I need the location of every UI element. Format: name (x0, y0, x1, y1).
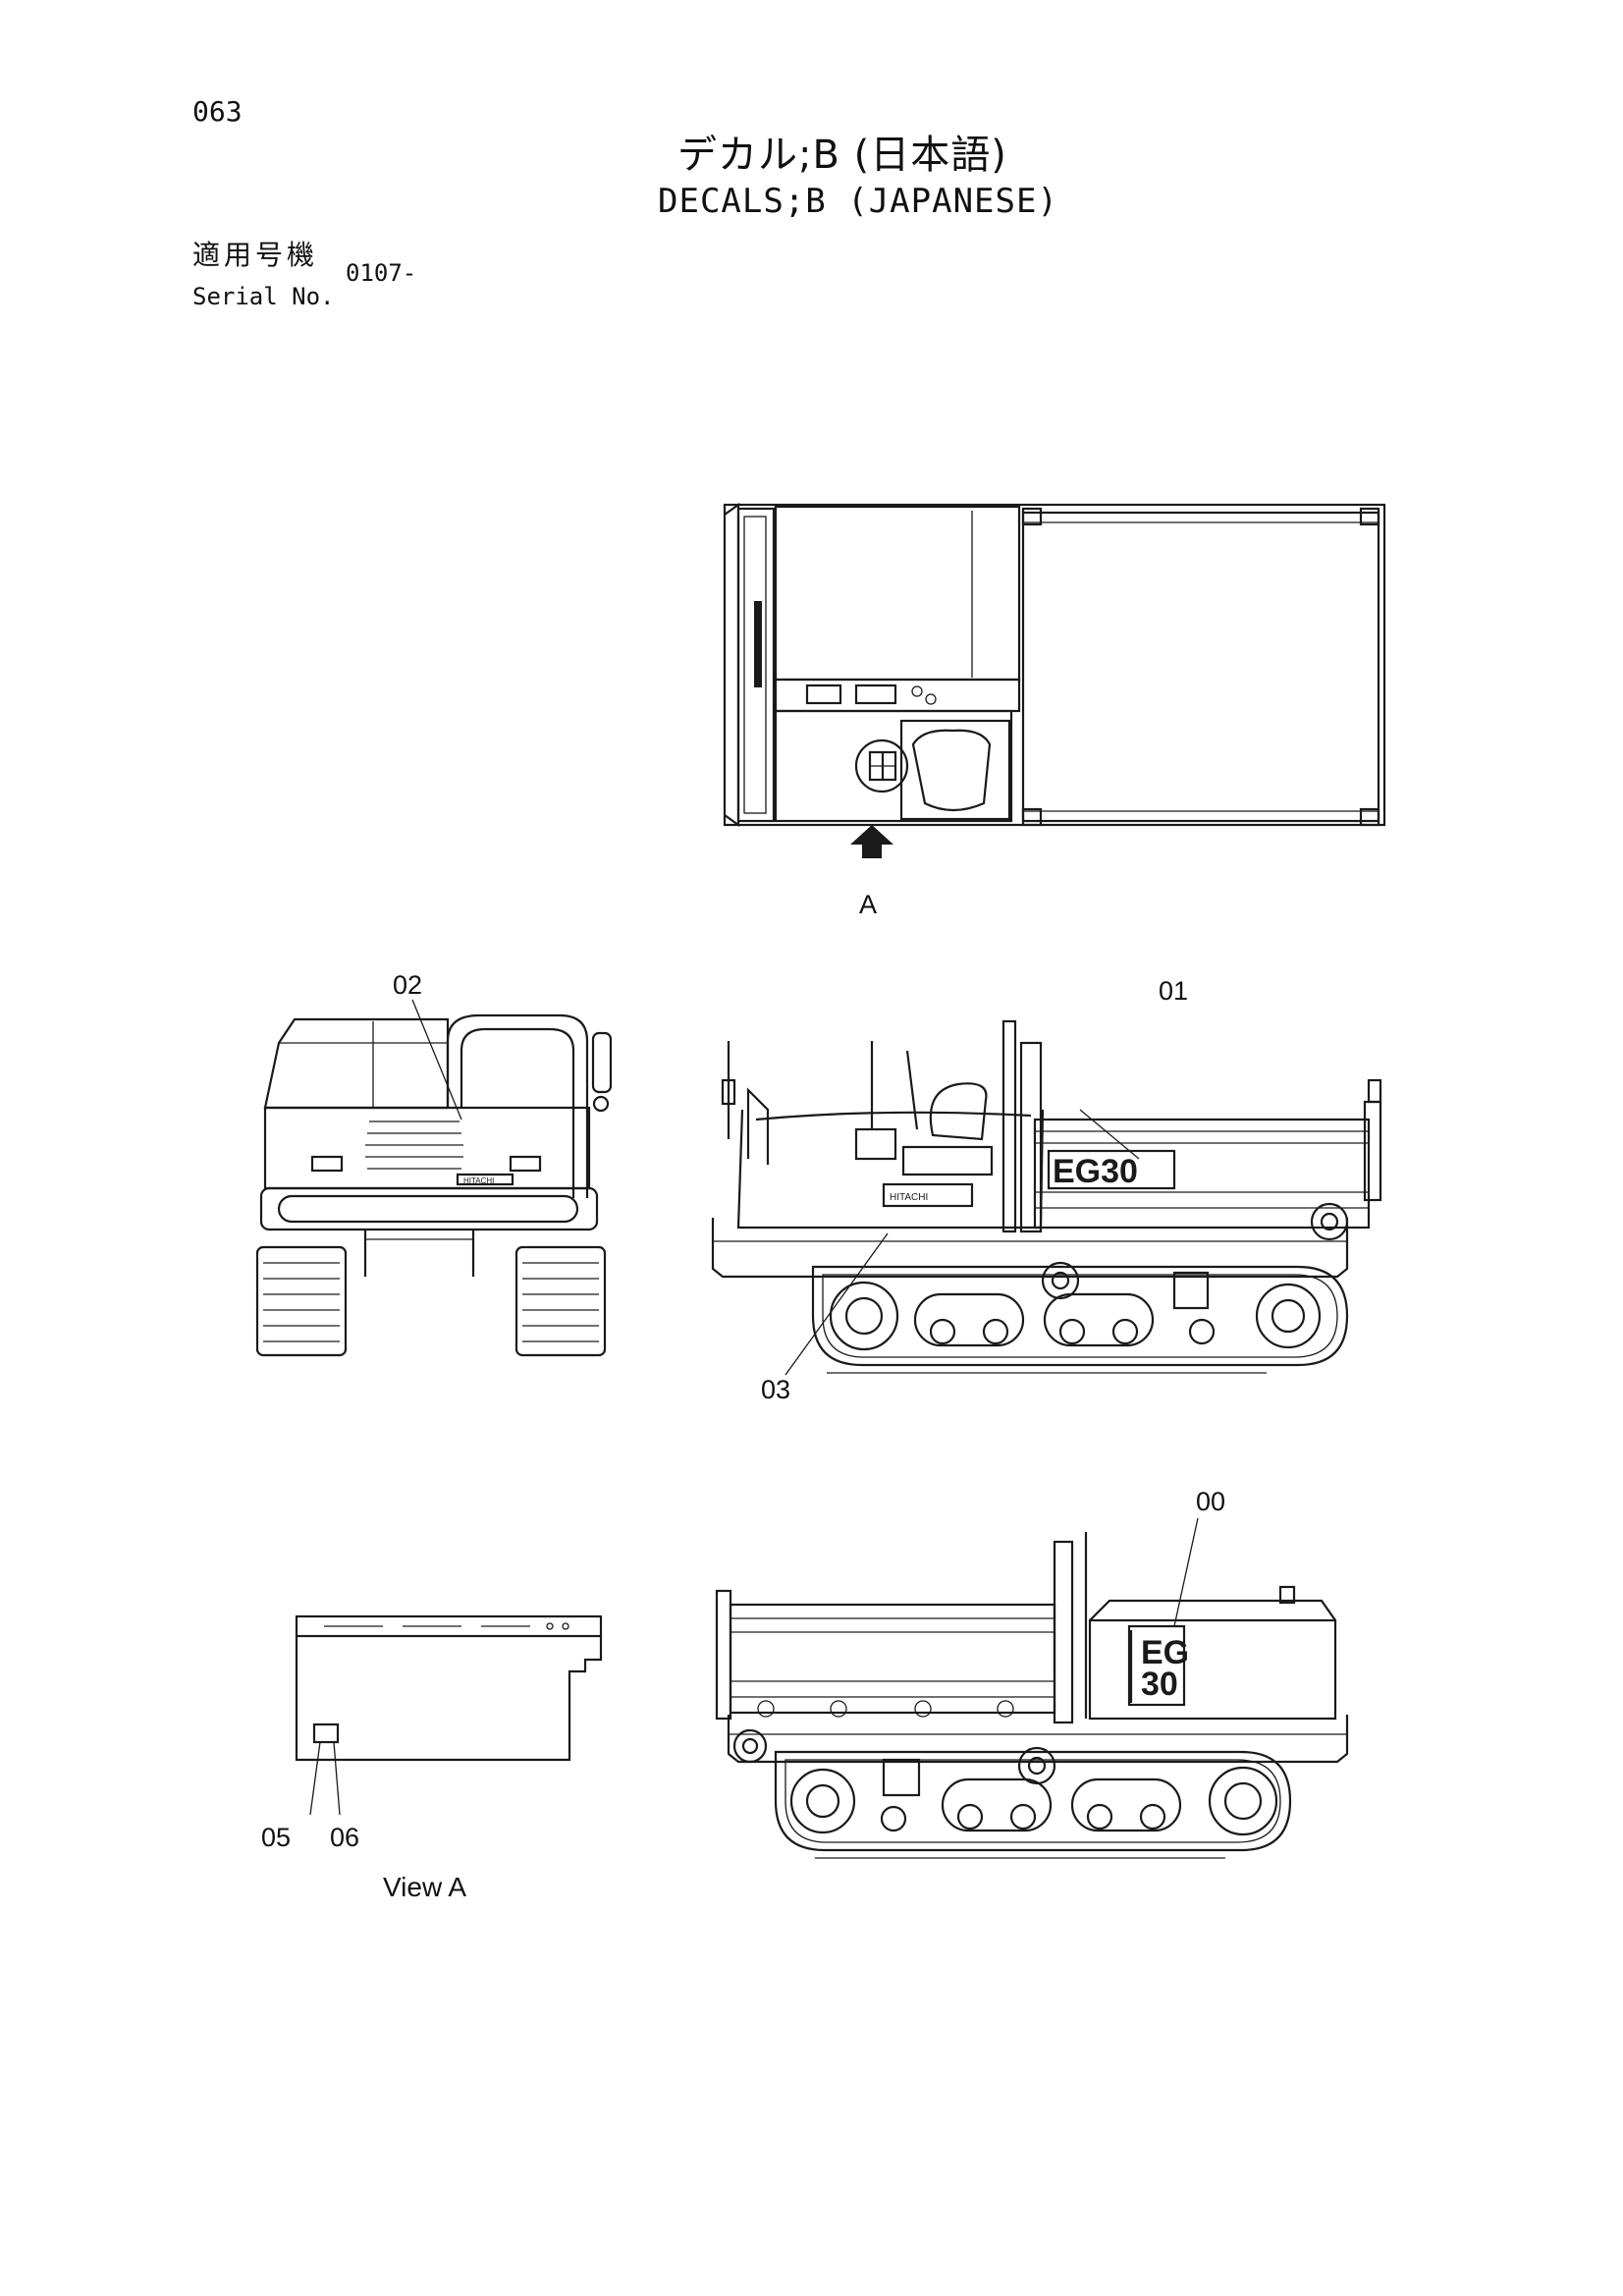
serial-label-japanese: 適用号機 (192, 239, 319, 271)
top-view: A (723, 502, 1386, 919)
side-hitachi-mark: HITACHI (890, 1192, 928, 1203)
front-view: HITACHI 02 (255, 970, 613, 1357)
view-a-panel: 05 06 (261, 1614, 603, 1852)
callout-03: 03 (761, 1375, 790, 1404)
serial-number-value: 0107- (346, 259, 417, 287)
serial-label-english: Serial No. (192, 283, 335, 310)
side-model-mark-1: EG30 (1053, 1153, 1138, 1190)
side-view-right: EG30 HITACHI 03 01 (711, 976, 1382, 1404)
view-a-caption: View A (383, 1872, 467, 1902)
page-number: 063 (192, 95, 243, 128)
page-title-english: DECALS;B (JAPANESE) (658, 182, 1058, 221)
side-view-left: EG 30 00 (715, 1487, 1349, 1859)
page-title-japanese: デカル;B (日本語) (677, 133, 1007, 178)
front-hitachi-mark: HITACHI (463, 1176, 494, 1185)
callout-01: 01 (1159, 976, 1188, 1006)
arrow-a-label: A (859, 890, 877, 919)
callout-05: 05 (261, 1823, 291, 1852)
callout-00: 00 (1196, 1487, 1225, 1516)
callout-02: 02 (393, 970, 422, 1000)
side-model-mark-2-line1: EG (1141, 1634, 1189, 1671)
callout-06: 06 (330, 1823, 359, 1852)
side-model-mark-2-line2: 30 (1141, 1666, 1178, 1703)
